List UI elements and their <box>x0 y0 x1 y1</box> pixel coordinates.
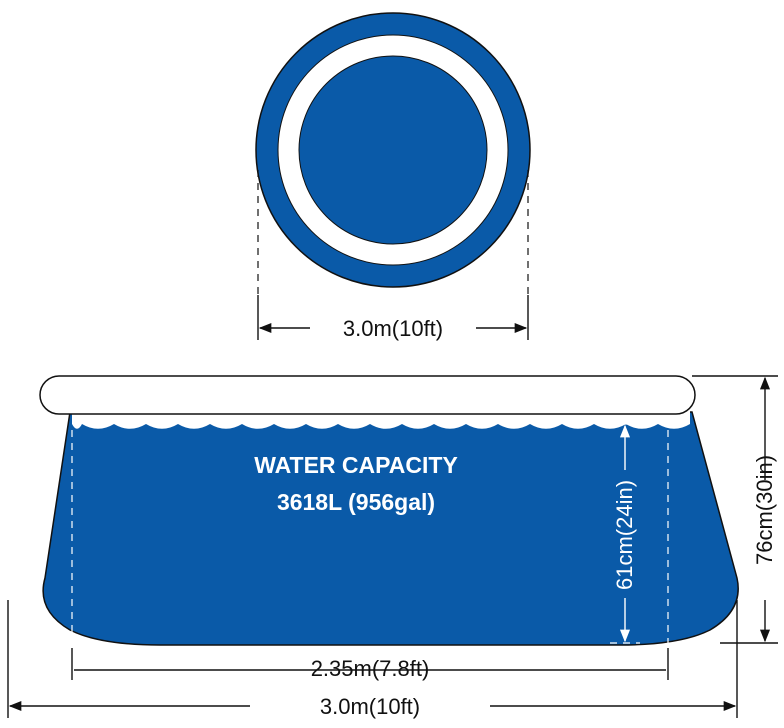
water-height-label: 61cm(24in) <box>612 480 637 590</box>
pool-body <box>42 411 739 646</box>
top-view-diameter-label: 3.0m(10ft) <box>343 316 443 341</box>
inflatable-top-ring <box>39 375 696 415</box>
top-diameter-label: 3.0m(10ft) <box>320 694 420 719</box>
side-view: 61cm(24in) WATER CAPACITY 3618L (956gal)… <box>7 375 778 719</box>
top-view-water-disc <box>298 55 488 245</box>
capacity-title: WATER CAPACITY <box>254 452 458 478</box>
top-view: 3.0m(10ft) <box>255 12 531 341</box>
bottom-diameter-label: 2.35m(7.8ft) <box>311 656 430 681</box>
total-height-label: 76cm(30in) <box>752 455 777 565</box>
capacity-value: 3618L (956gal) <box>277 489 435 515</box>
